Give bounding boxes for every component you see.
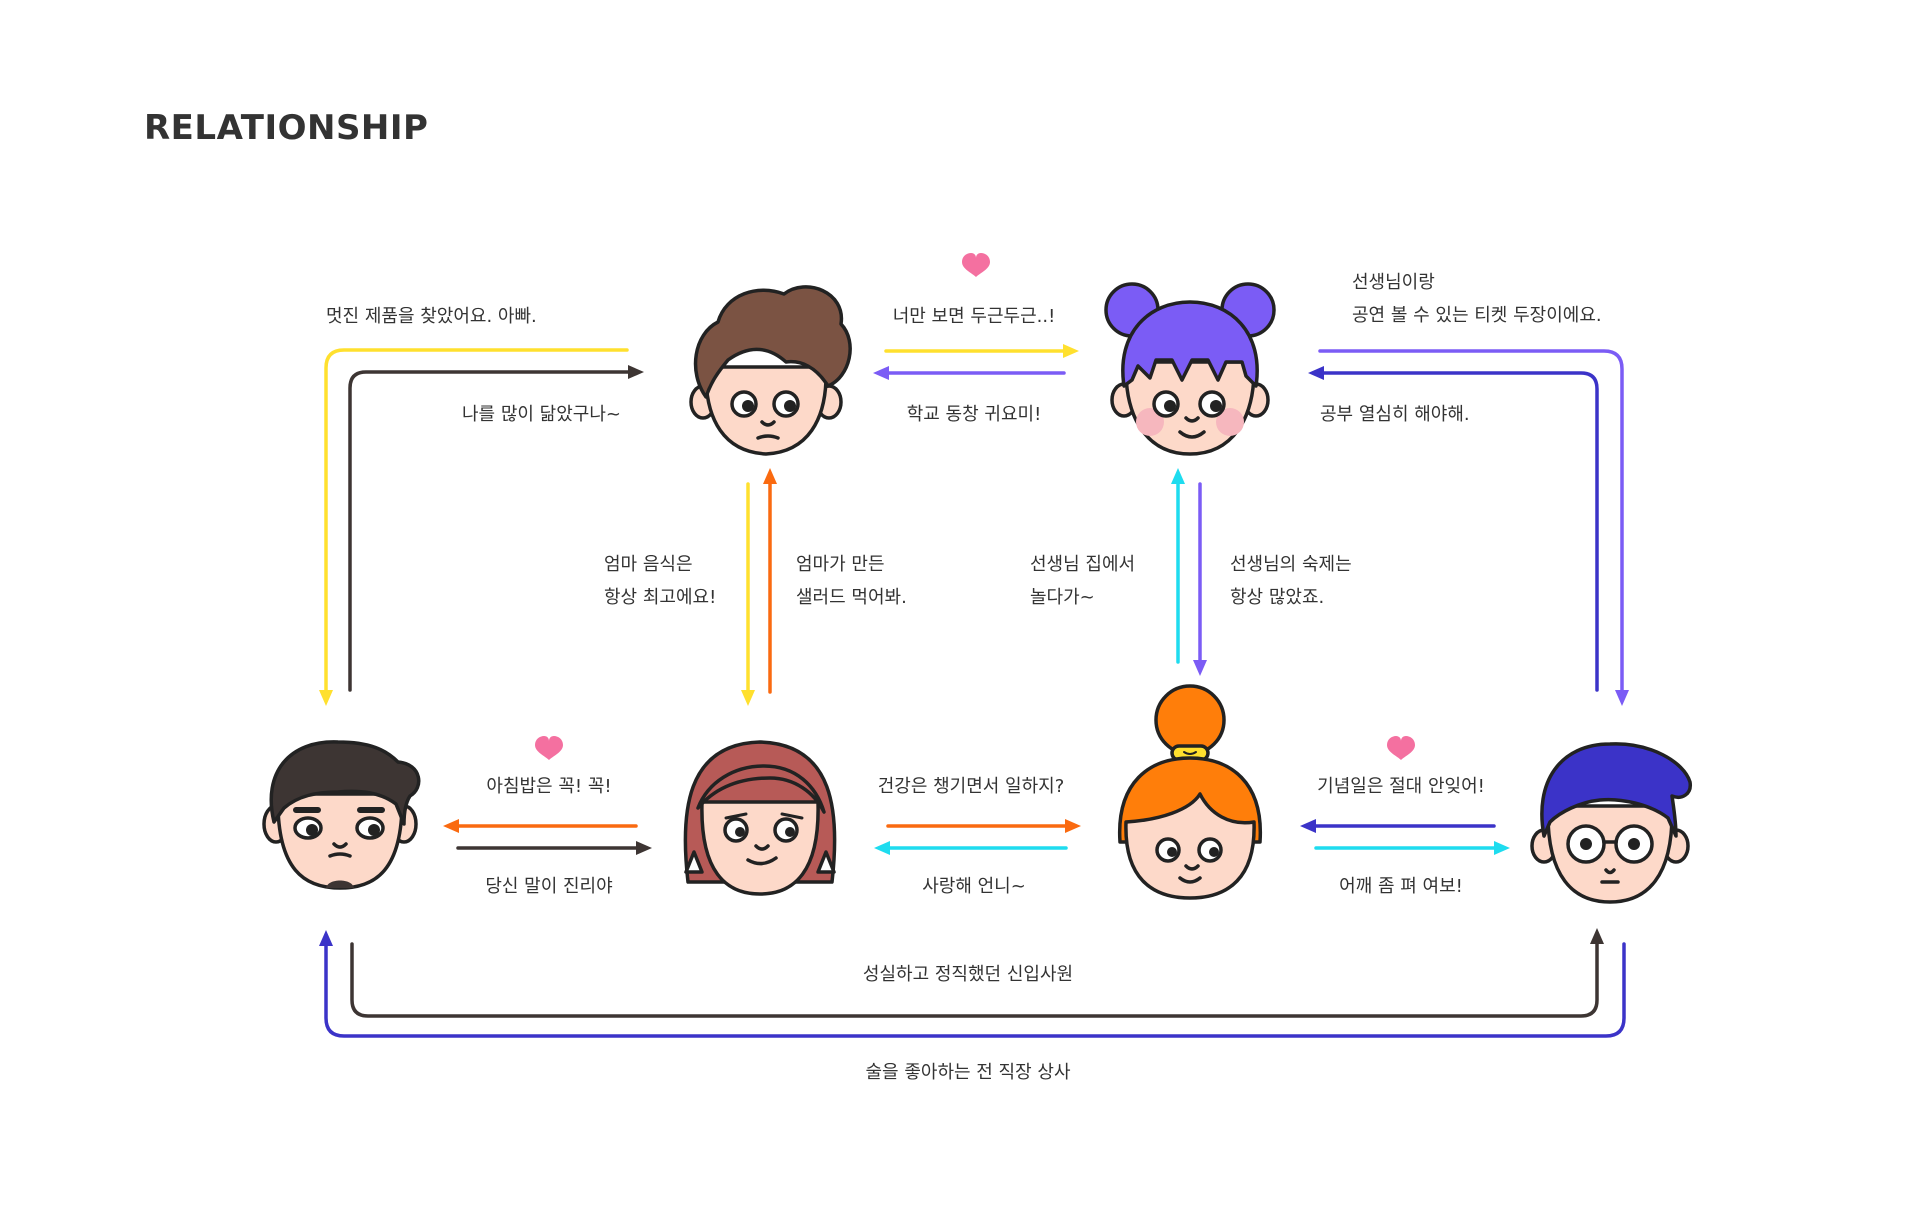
- arrow-son-to-mother: [741, 482, 755, 706]
- arrow-boss-to-father: [319, 930, 1626, 1038]
- arrow-teacher-to-mother: [874, 841, 1068, 855]
- arrow-son-to-father: [319, 348, 629, 706]
- arrow-father-to-boss: [350, 928, 1604, 1018]
- son-avatar: [689, 285, 852, 456]
- heart-icon: [1387, 736, 1415, 760]
- label-teacher-to-mother: 사랑해 언니~: [922, 876, 1026, 897]
- arrow-mother-to-father: [443, 819, 638, 833]
- label-girl-to-boss: 선생님이랑 공연 볼 수 있는 티켓 두장이에요.: [1352, 272, 1602, 326]
- label-mother-to-father: 아침밥은 꼭! 꼭!: [486, 776, 612, 797]
- label-teacher-to-boss: 어깨 좀 펴 여보!: [1339, 876, 1463, 897]
- arrow-mother-to-teacher: [886, 819, 1081, 833]
- mother-avatar: [683, 740, 837, 896]
- arrow-father-to-mother: [456, 841, 652, 855]
- teacher-avatar: [1118, 684, 1262, 900]
- label-mother-to-teacher: 건강은 챙기면서 일하지?: [877, 776, 1065, 797]
- heart-icon: [535, 736, 563, 760]
- arrow-girl-to-teacher: [1193, 482, 1207, 676]
- arrow-mother-to-son: [763, 468, 777, 694]
- label-teacher-to-girl: 선생님 집에서 놀다가~: [1030, 554, 1136, 608]
- purple-bun-hair: [1121, 300, 1259, 388]
- arrow-boss-to-teacher: [1300, 819, 1496, 833]
- arrow-father-to-son: [348, 365, 644, 692]
- label-father-to-mother: 당신 말이 진리야: [485, 876, 613, 897]
- arrow-teacher-to-girl: [1171, 468, 1185, 664]
- arrow-girl-to-boss: [1318, 349, 1629, 706]
- label-son-to-mother: 엄마 음식은 항상 최고에요!: [604, 554, 717, 608]
- page-title: RELATIONSHIP: [144, 108, 429, 148]
- boss-avatar: [1530, 742, 1692, 904]
- black-short-hair: [269, 740, 421, 826]
- label-son-to-father: 멋진 제품을 찾았어요. 아빠.: [326, 306, 537, 327]
- label-father-to-boss: 성실하고 정직했던 신입사원: [862, 964, 1074, 985]
- blue-quiff-hair: [1540, 742, 1692, 838]
- arrow-teacher-to-boss: [1314, 841, 1510, 855]
- arrow-son-to-girl: [884, 344, 1079, 358]
- label-boss-to-girl: 공부 열심히 해야해.: [1320, 404, 1470, 425]
- father-avatar: [262, 740, 421, 890]
- label-boss-to-teacher: 기념일은 절대 안잊어!: [1317, 776, 1485, 797]
- label-father-to-son: 나를 많이 닮았구나~: [462, 404, 622, 425]
- label-mother-to-son: 엄마가 만든 샐러드 먹어봐.: [796, 554, 907, 608]
- label-boss-to-father: 술을 좋아하는 전 직장 상사: [865, 1062, 1071, 1083]
- arrow-boss-to-girl: [1308, 366, 1599, 692]
- brown-curly-hair: [693, 285, 852, 399]
- girl-avatar: [1104, 282, 1276, 456]
- arrow-girl-to-son: [873, 366, 1066, 380]
- heart-icon: [962, 253, 990, 277]
- label-girl-to-son: 학교 동창 귀요미!: [906, 404, 1042, 425]
- label-son-to-girl: 너만 보면 두근두근..!: [892, 306, 1056, 327]
- label-girl-to-teacher: 선생님의 숙제는 항상 많았죠.: [1230, 554, 1352, 608]
